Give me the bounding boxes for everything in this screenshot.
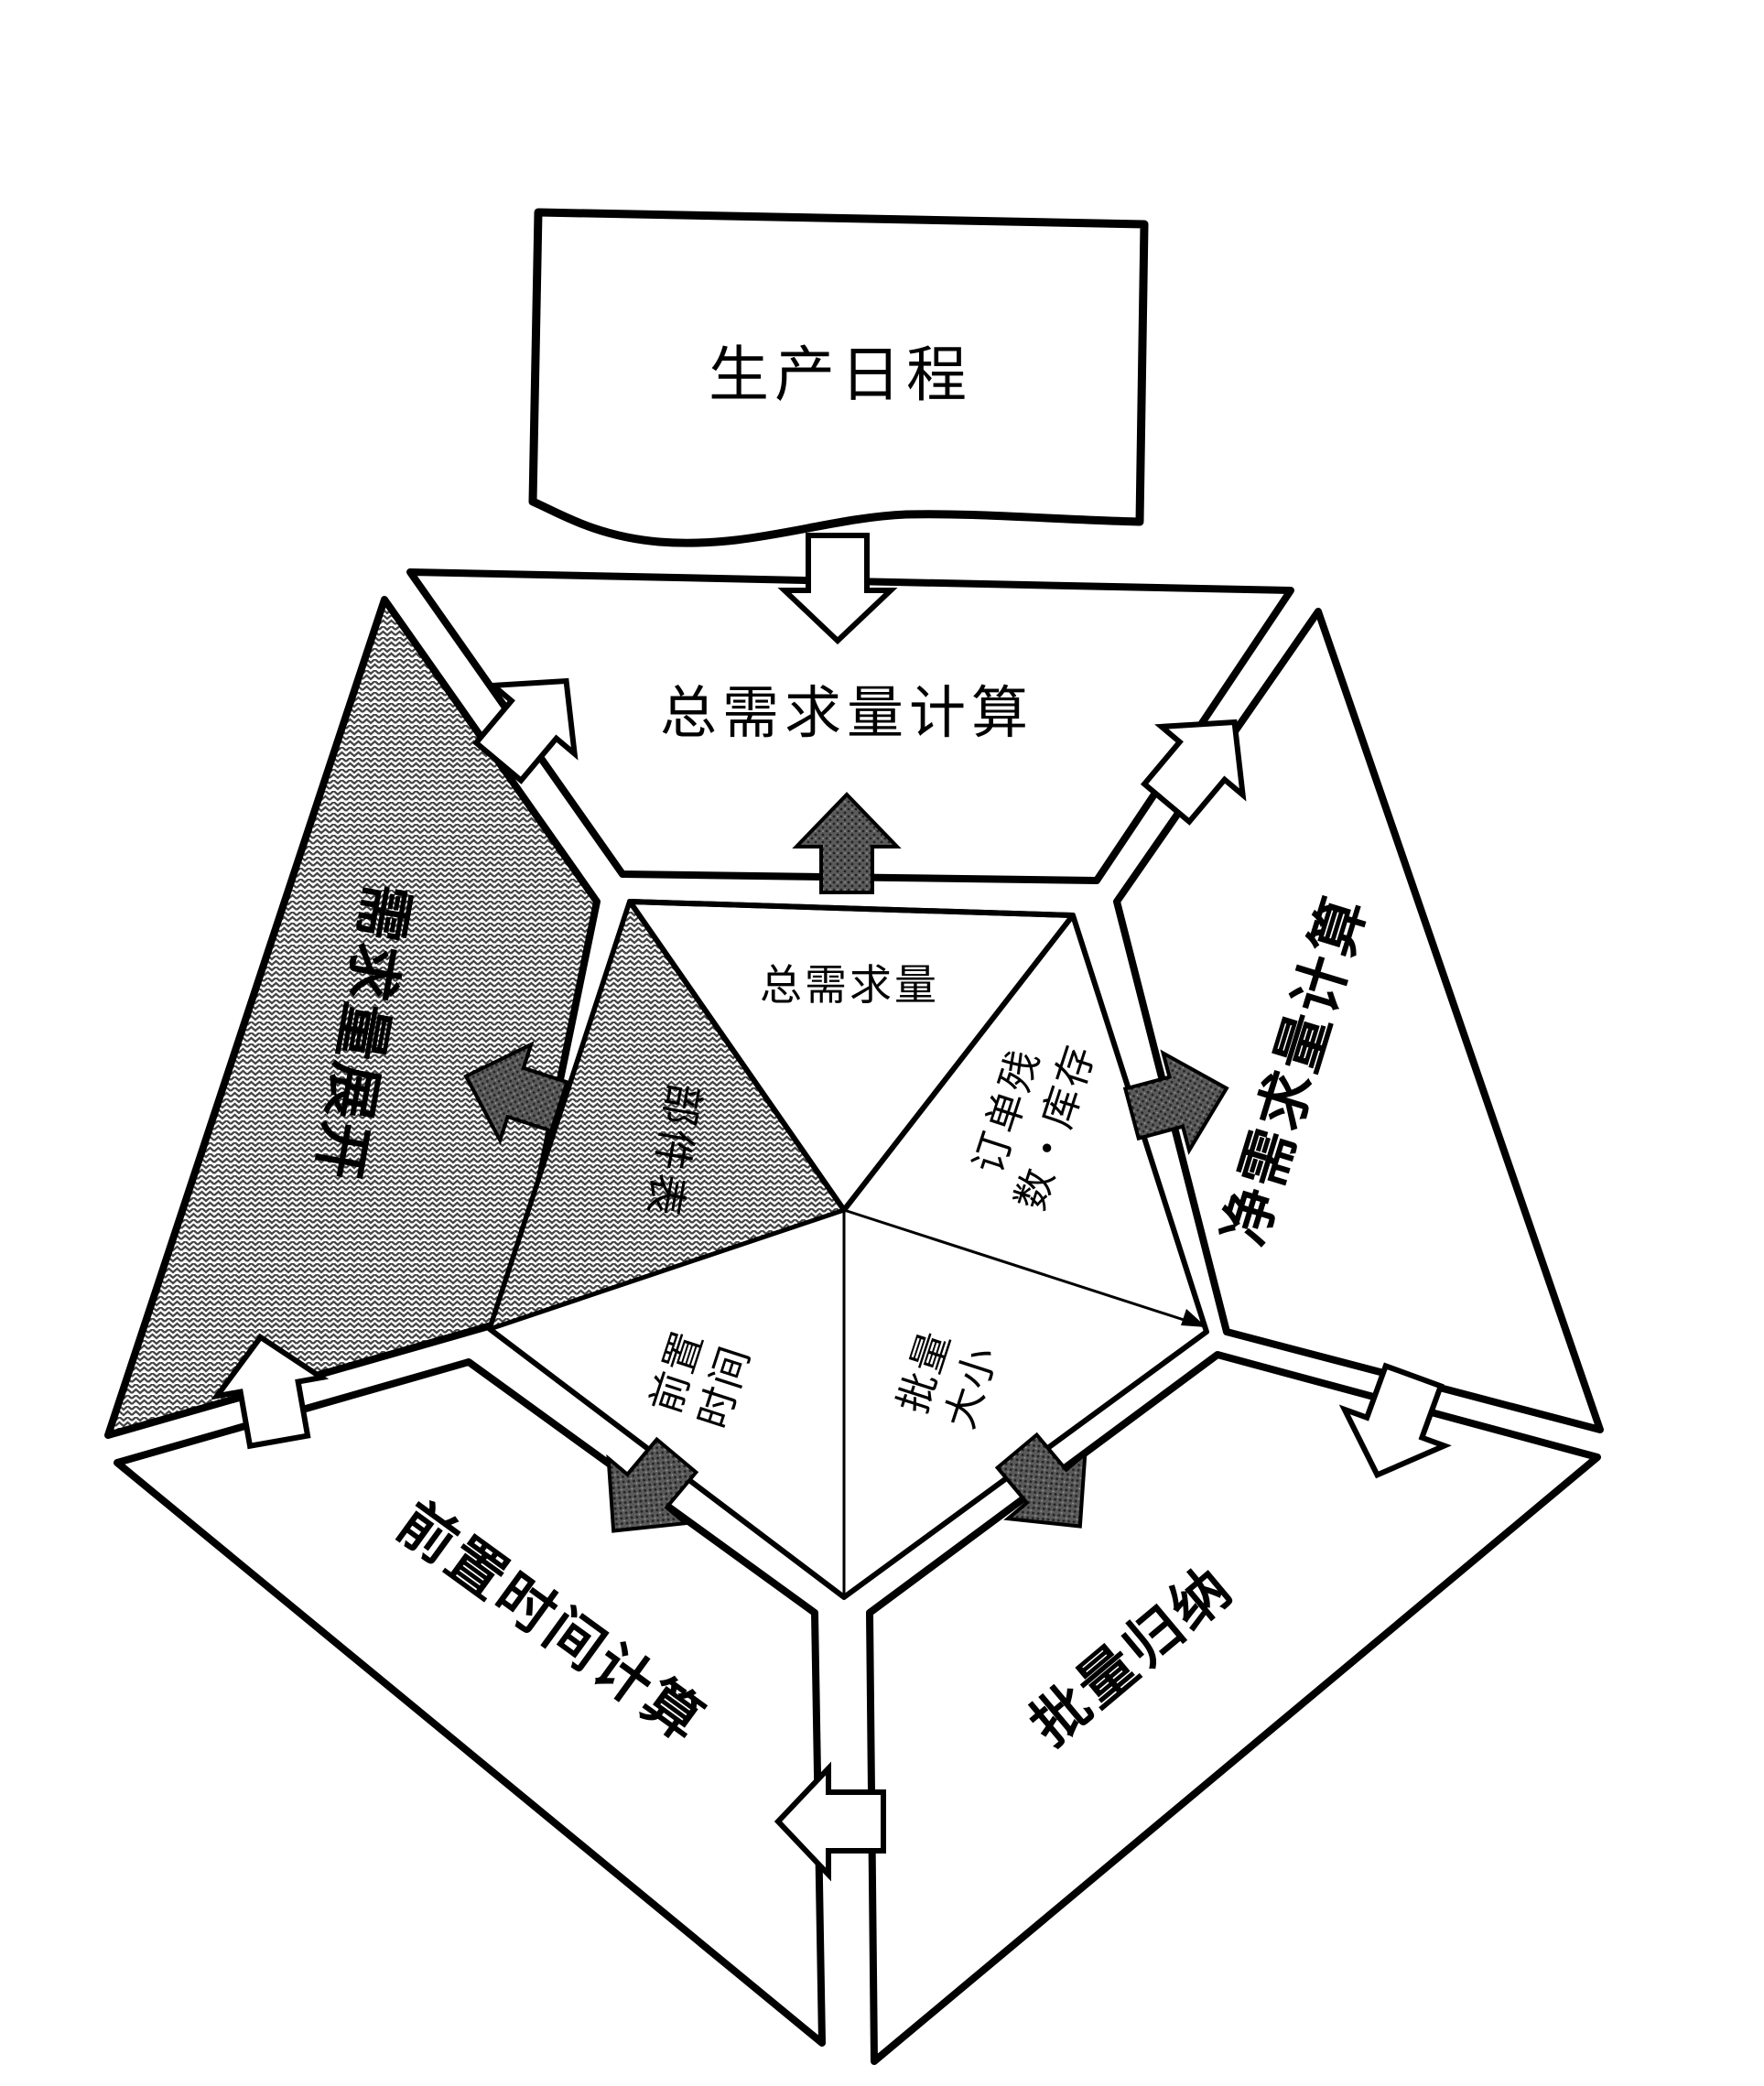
lot-sizing-panel (866, 1351, 1601, 2065)
lead-time-panel (114, 1358, 826, 2047)
production-schedule-box (528, 208, 1149, 547)
gross-demand-panel (406, 568, 1294, 884)
production-schedule-label: 生产日程 (709, 340, 972, 410)
gross-demand-label: 总需求量计算 (660, 679, 1034, 746)
core-pentagon (487, 899, 1209, 1600)
core-gross-demand-label: 总需求量 (760, 960, 939, 1010)
